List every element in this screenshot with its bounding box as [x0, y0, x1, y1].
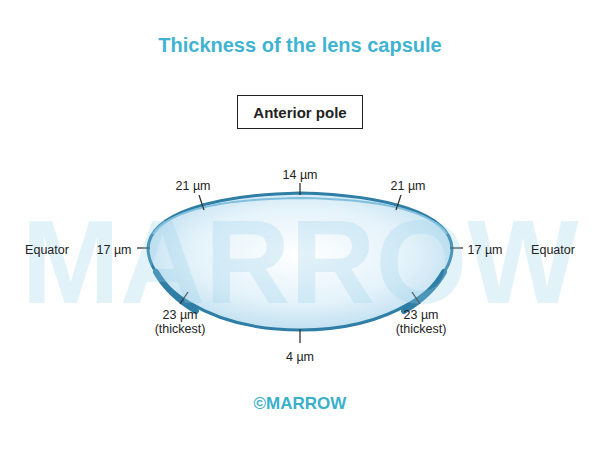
- copyright-mark: ©MARROW: [254, 394, 347, 414]
- thickness-value: 14 µm: [283, 168, 318, 182]
- diagram-title: Thickness of the lens capsule: [158, 34, 441, 57]
- box-text: Anterior pole: [253, 104, 346, 121]
- region-label: Equator: [531, 243, 575, 257]
- thickness-value: 21 µm: [176, 179, 211, 193]
- thickness-value: 17 µm: [97, 243, 132, 257]
- label-box: Anterior pole: [237, 95, 363, 129]
- thickness-value: 23 µm (thickest): [147, 308, 213, 337]
- watermark: MARROW: [21, 203, 578, 321]
- thickness-value: 23 µm (thickest): [388, 308, 454, 337]
- thickness-value: 4 µm: [286, 350, 314, 364]
- thickness-value: 17 µm: [468, 243, 503, 257]
- region-label: Equator: [25, 243, 69, 257]
- thickness-value: 21 µm: [391, 179, 426, 193]
